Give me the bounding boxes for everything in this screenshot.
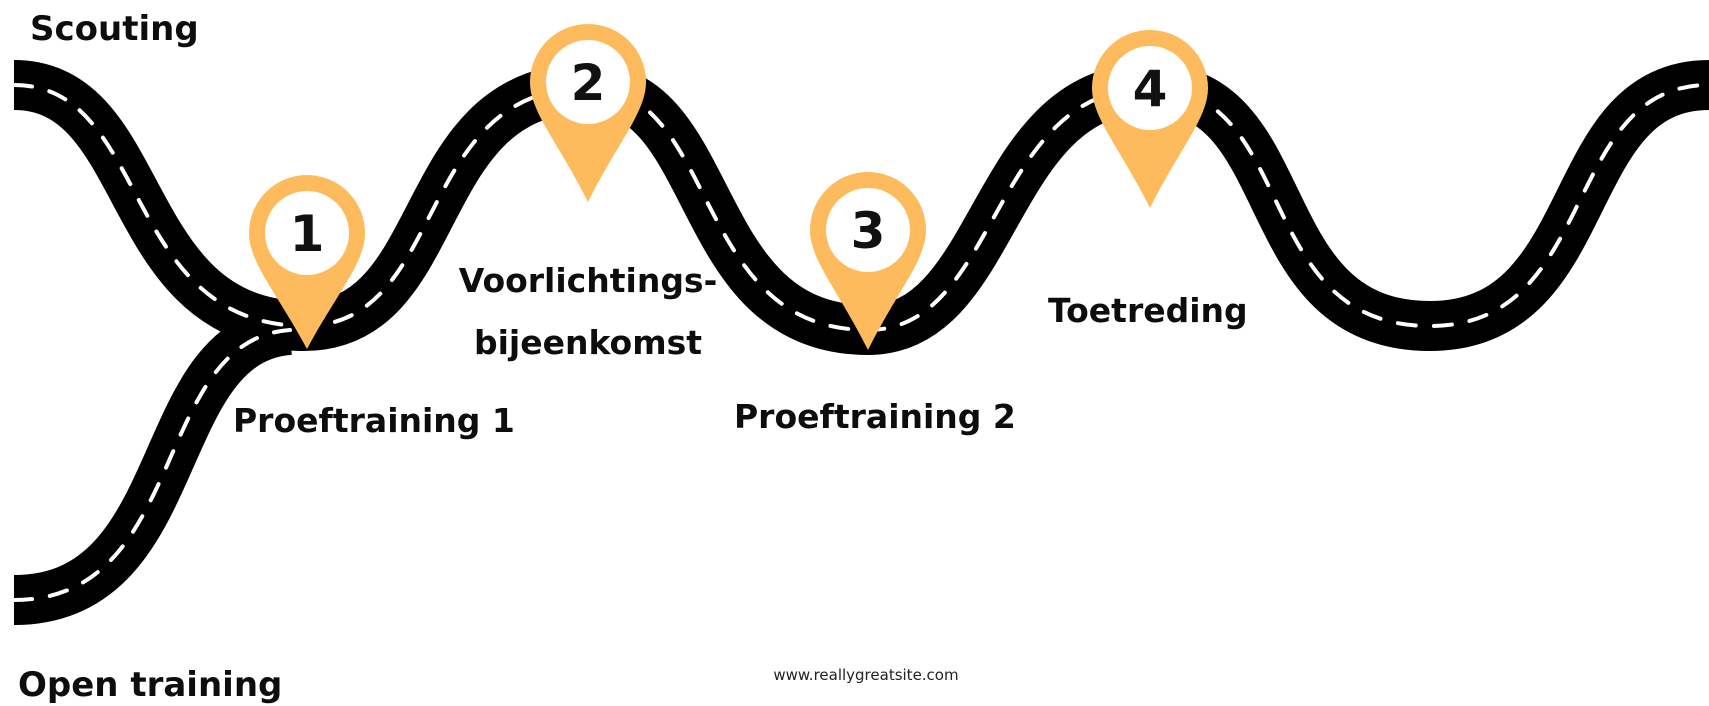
road-branch xyxy=(12,305,294,625)
step-3-title: Proeftraining 2 xyxy=(734,397,1016,436)
pin-1-number: 1 xyxy=(290,205,325,263)
step-4-title: Toetreding xyxy=(1048,291,1248,330)
label-scouting: Scouting xyxy=(30,9,199,49)
road xyxy=(12,60,1709,625)
pin-3-inner xyxy=(826,188,910,272)
pin-4-inner xyxy=(1108,46,1192,130)
pin-4-number: 4 xyxy=(1133,60,1168,118)
pin-2-inner xyxy=(546,40,630,124)
road-branch-dashes xyxy=(12,328,292,602)
map-pin-icon: 2 xyxy=(530,24,646,202)
pin-1-inner xyxy=(265,191,349,275)
step-1-title: Proeftraining 1 xyxy=(233,401,515,440)
map-pin-icon: 4 xyxy=(1092,30,1208,208)
pin-2-number: 2 xyxy=(571,54,606,112)
map-pin-icon: 3 xyxy=(810,172,926,350)
step-2-title-line-1: Voorlichtings- xyxy=(459,261,718,300)
pin-3-number: 3 xyxy=(851,202,886,260)
footer-url: www.reallygreatsite.com xyxy=(773,666,958,684)
label-open-training: Open training xyxy=(18,665,282,705)
step-2-title-line-2: bijeenkomst xyxy=(474,323,702,362)
map-pin-icon: 1 xyxy=(249,175,365,349)
